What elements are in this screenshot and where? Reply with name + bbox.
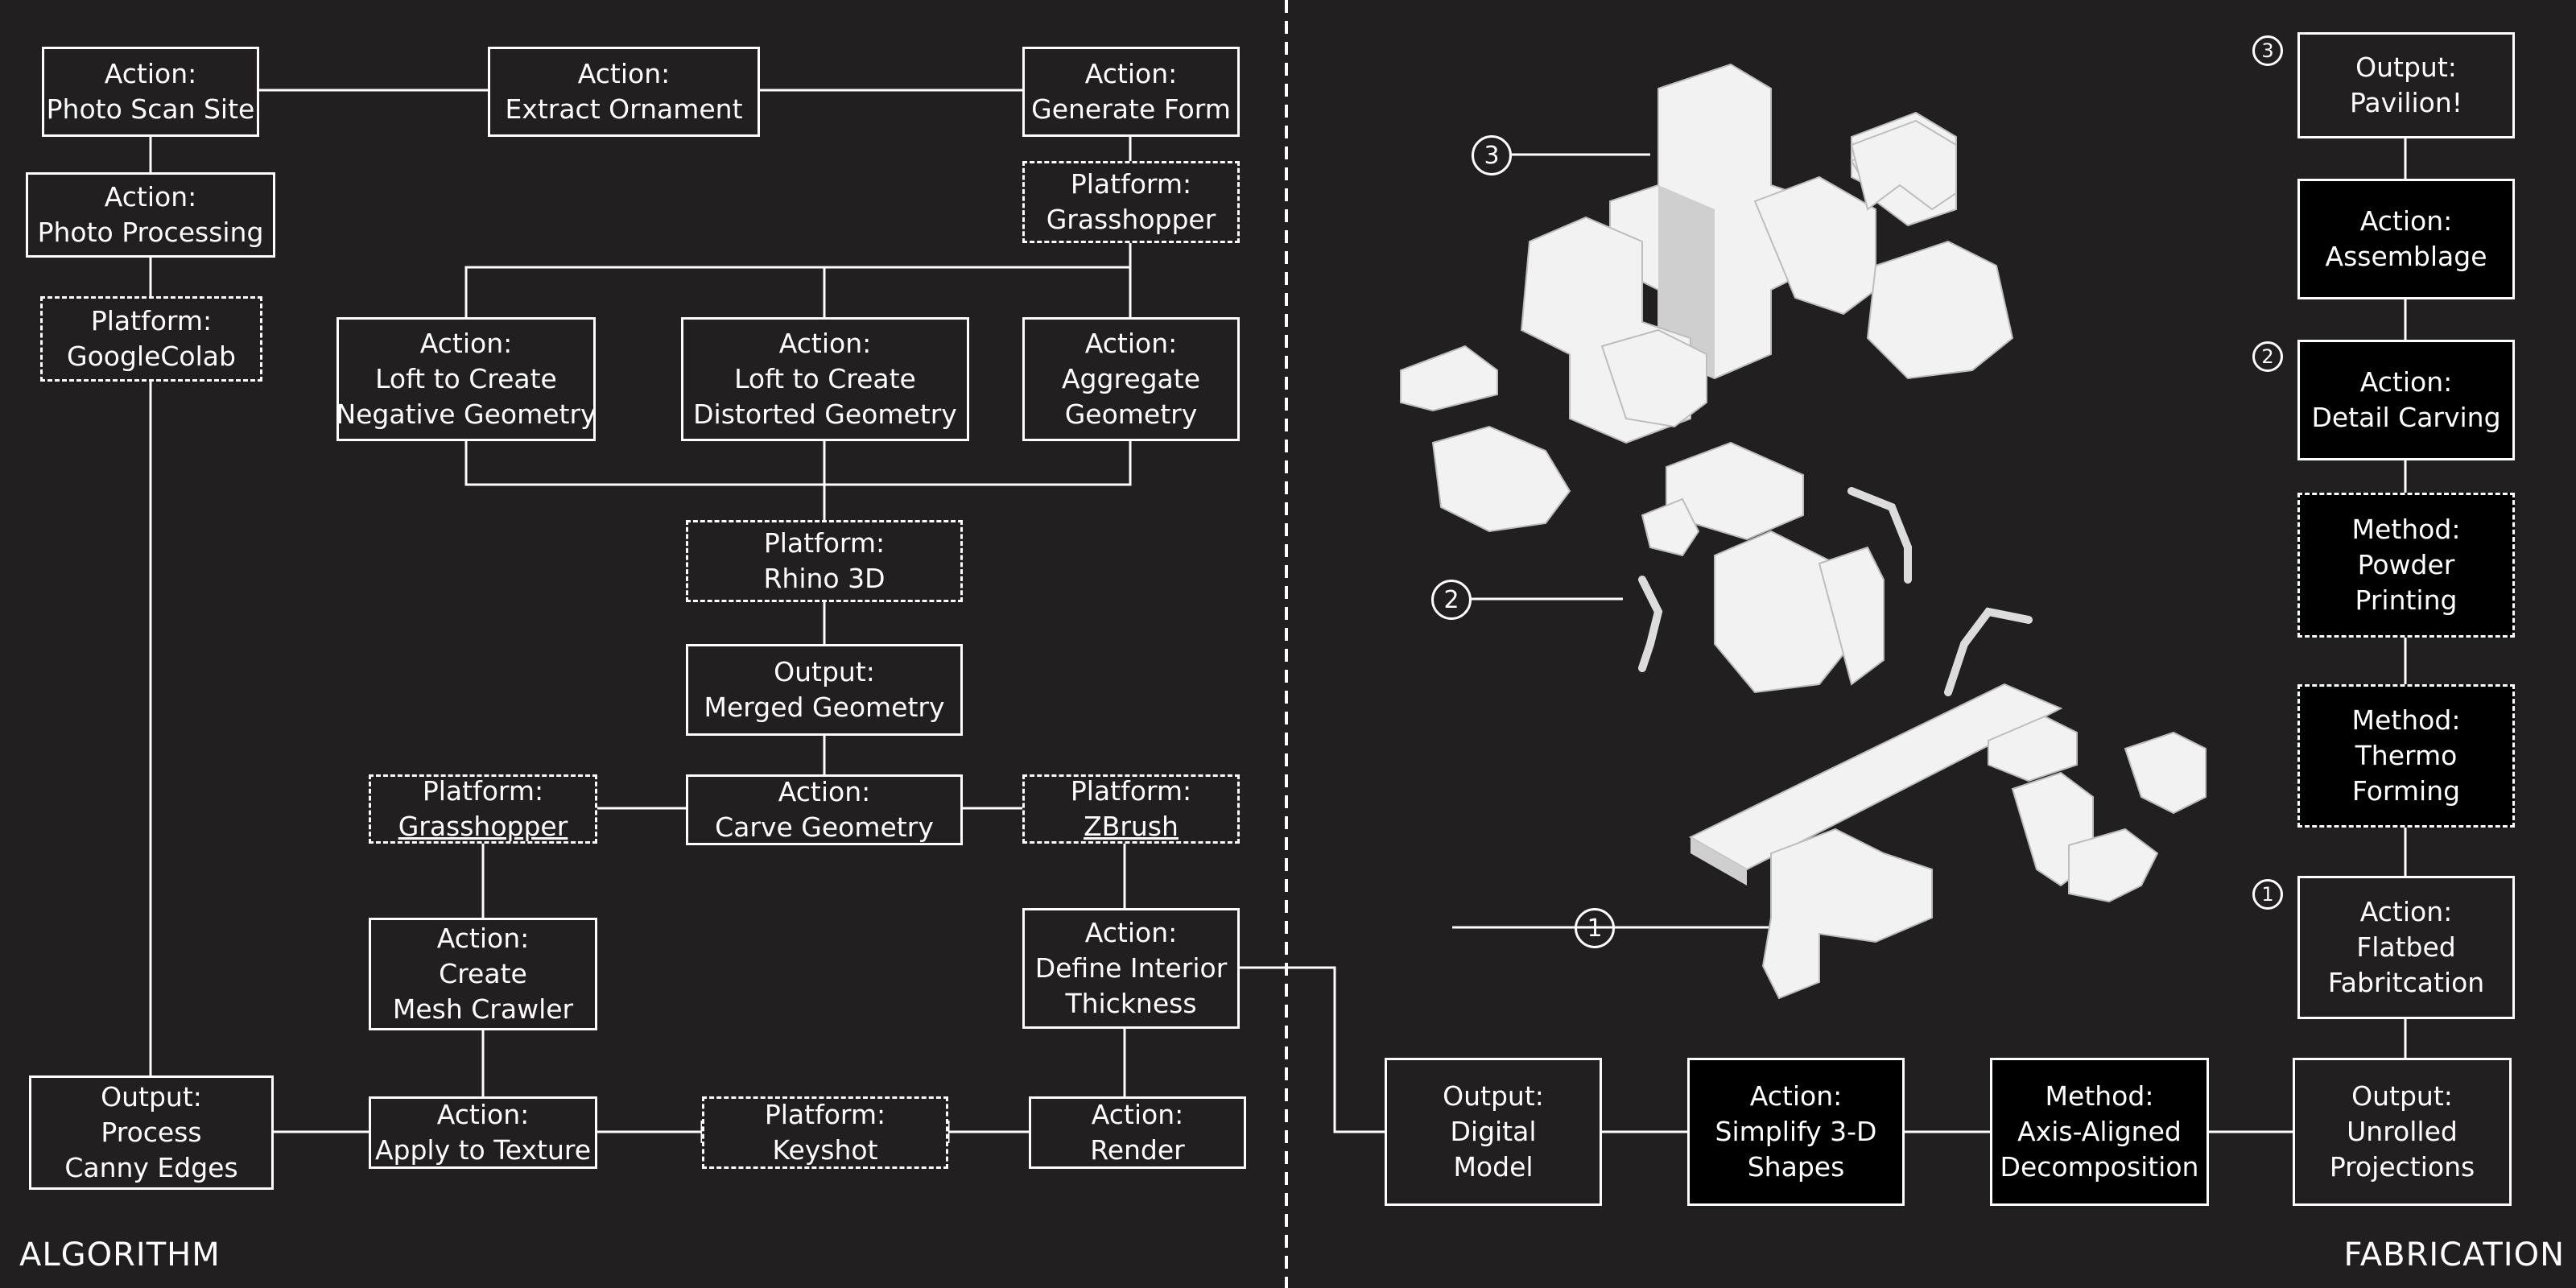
node-platform-zbrush: Platform:ZBrush (1022, 774, 1240, 844)
node-pavilion: Output:Pavilion! (2297, 32, 2515, 138)
section-title-algorithm: ALGORITHM (19, 1236, 221, 1274)
lower-assembly (1688, 607, 2207, 1000)
node-generate-form: Action:Generate Form (1022, 47, 1240, 137)
middle-assembly (1638, 441, 1912, 694)
left-piece-b (1431, 425, 1571, 533)
node-photo-processing: Action:Photo Processing (26, 172, 275, 258)
marker-3-model: 3 (1472, 135, 1512, 175)
section-title-fabrication: FABRICATION (2343, 1236, 2565, 1274)
marker-3-pavilion: 3 (2252, 35, 2283, 66)
floating-piece-b (1850, 119, 1957, 211)
marker-1-model: 1 (1575, 908, 1615, 948)
marker-1-flatbed: 1 (2252, 879, 2283, 910)
marker-2-detail-carving: 2 (2252, 341, 2283, 372)
node-photo-scan-site: Action:Photo Scan Site (42, 47, 259, 137)
node-platform-grasshopper-top: Platform:Grasshopper (1022, 161, 1240, 243)
node-apply-to-texture: Action:Apply to Texture (369, 1096, 597, 1169)
node-platform-rhino-3d: Platform:Rhino 3D (686, 520, 963, 602)
marker-2-model: 2 (1431, 580, 1472, 620)
node-detail-carving: Action:Detail Carving (2297, 340, 2515, 460)
node-extract-ornament: Action:Extract Ornament (488, 47, 760, 137)
node-platform-googlecolab: Platform:GoogleColab (40, 296, 262, 382)
node-platform-keyshot: Platform:Keyshot (702, 1096, 948, 1169)
left-piece-a (1400, 345, 1498, 412)
node-render: Action:Render (1029, 1096, 1246, 1169)
node-merged-geometry: Output:Merged Geometry (686, 644, 963, 736)
curved-piece (1866, 240, 2014, 380)
node-carve-geometry: Action:Carve Geometry (686, 774, 963, 845)
node-platform-grasshopper-mid: Platform:Grasshopper (369, 774, 597, 844)
upper-ornament-assembly (1520, 63, 1957, 444)
node-assemblage: Action:Assemblage (2297, 179, 2515, 299)
